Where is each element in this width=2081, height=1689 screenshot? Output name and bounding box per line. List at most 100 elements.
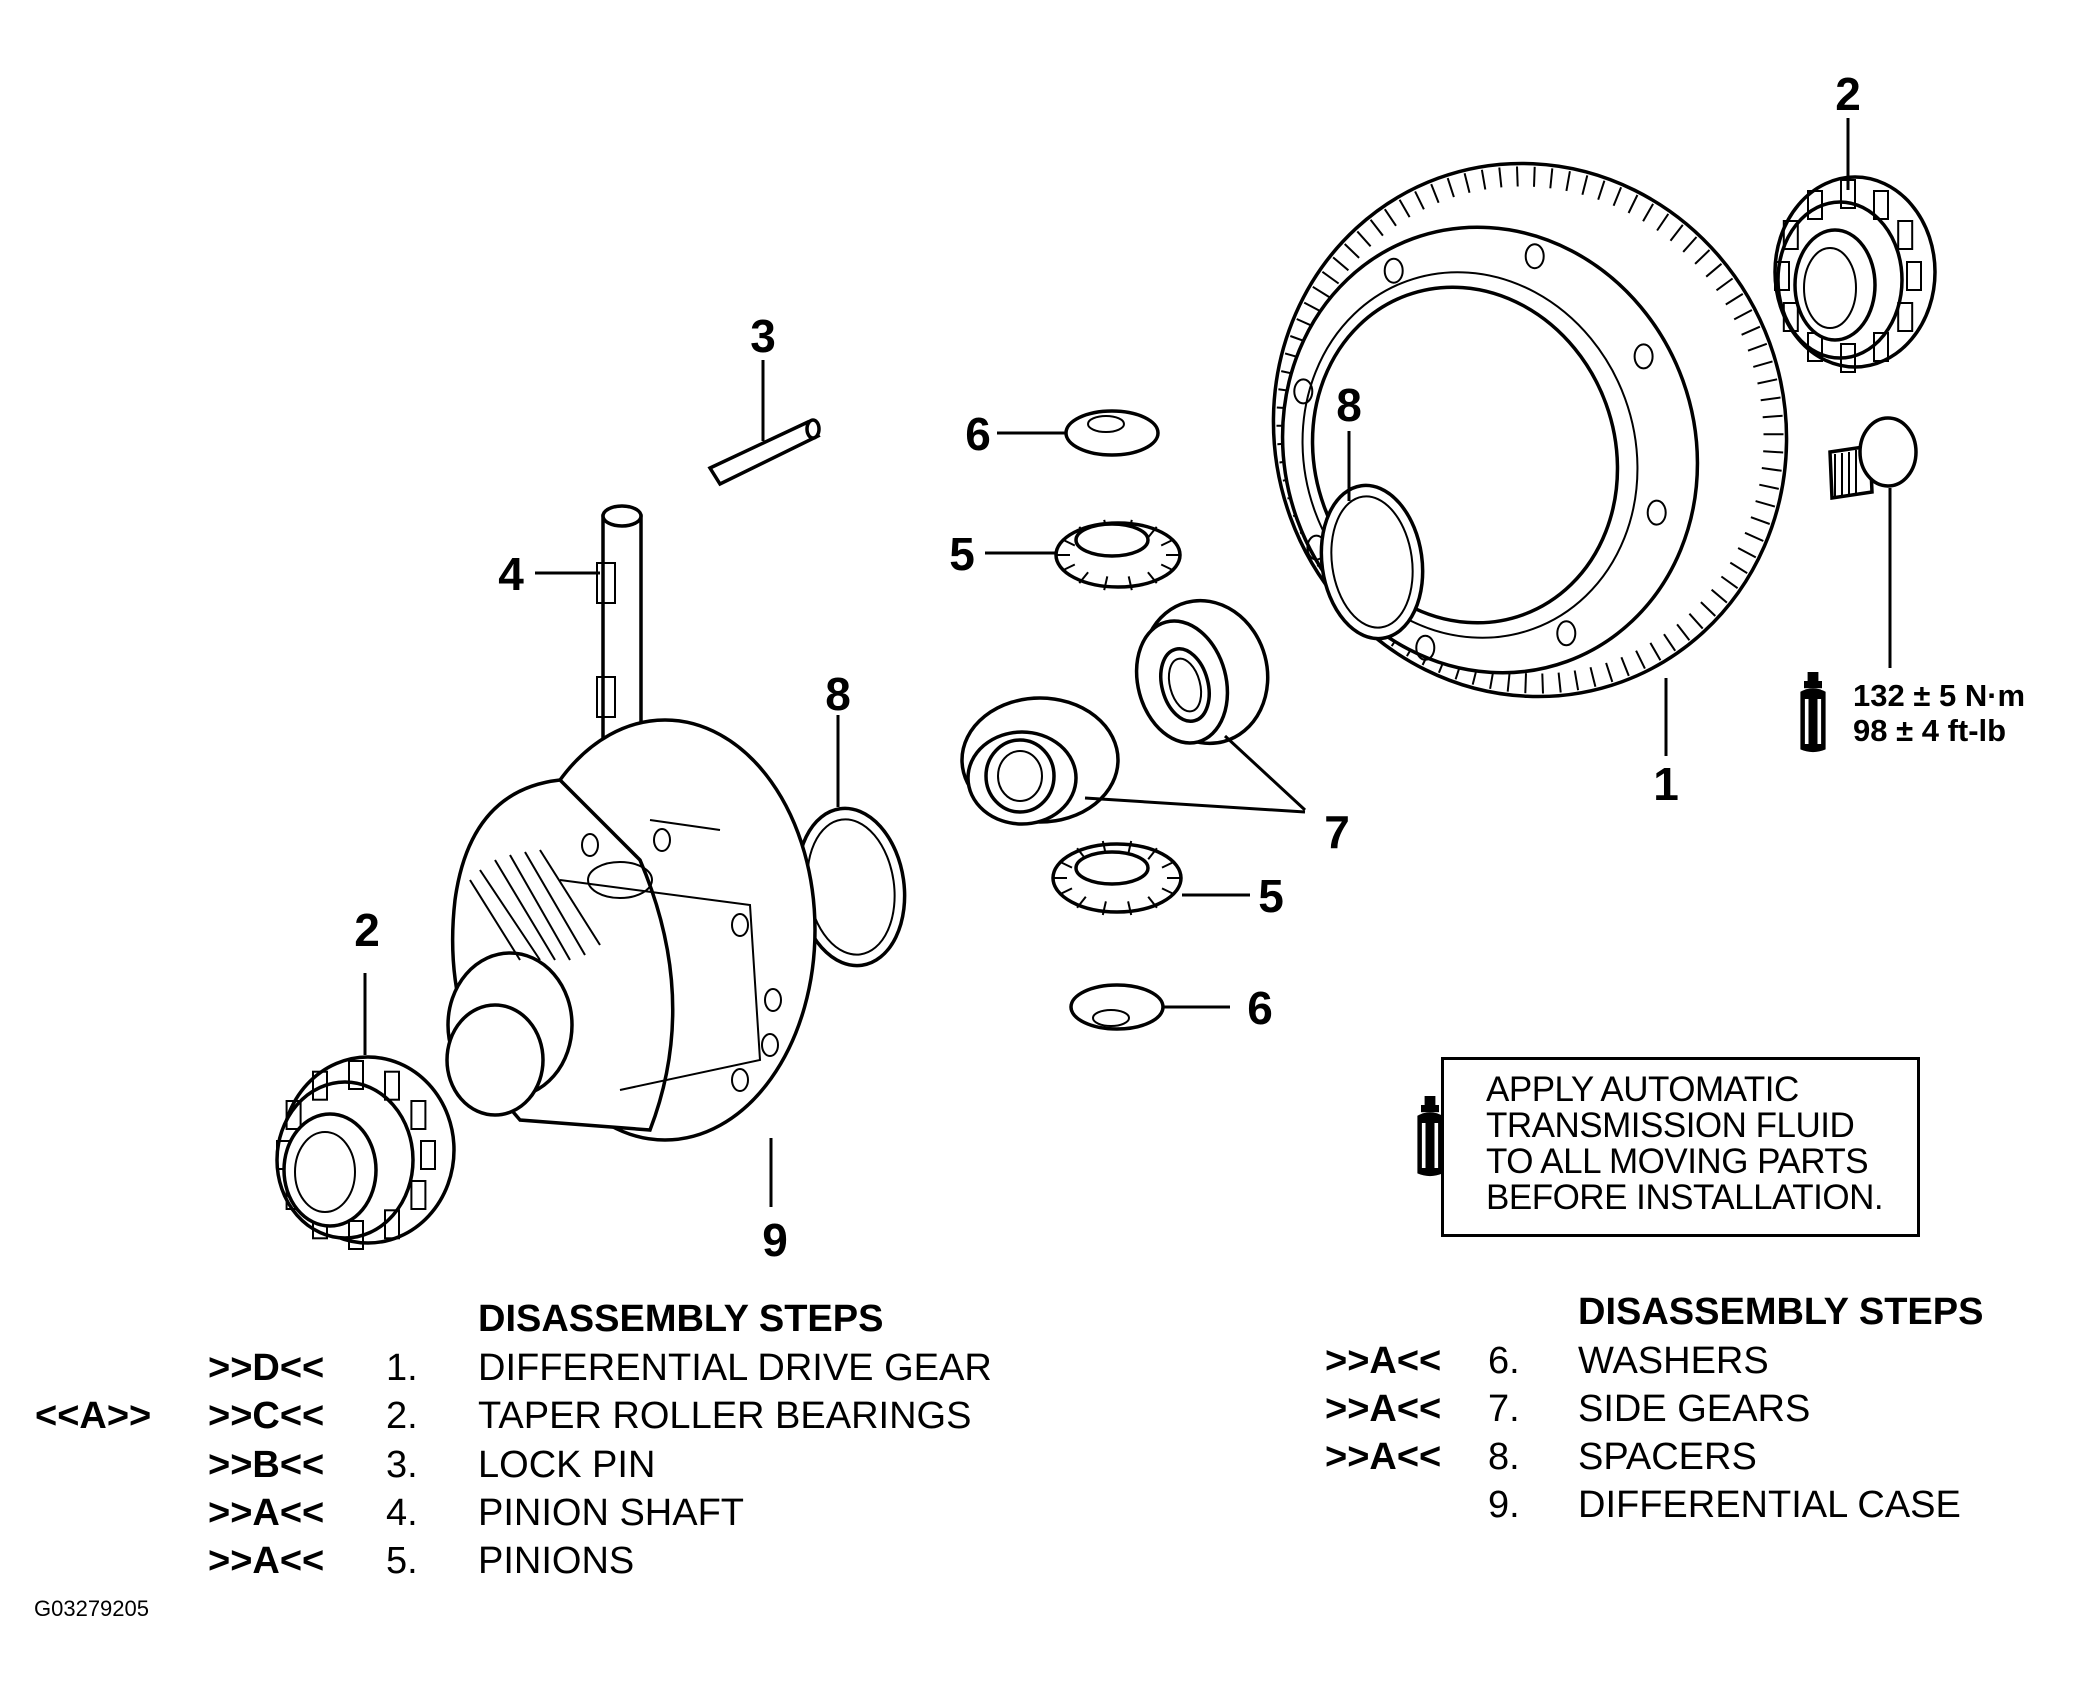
gear-tooth	[1414, 190, 1425, 210]
gear-tooth	[1524, 673, 1527, 694]
side-gear-right	[1134, 598, 1270, 746]
gear-tooth	[1729, 561, 1748, 575]
gear-tooth	[1383, 208, 1397, 227]
gear-tooth	[1605, 662, 1614, 683]
callout-6-bottom: 6	[1247, 982, 1273, 1034]
bearing-roller	[1906, 261, 1922, 291]
gear-tooth	[1160, 538, 1175, 547]
step-row: >>A<< 5. PINIONS	[0, 1540, 1100, 1588]
taper-roller-bearing-left	[275, 1055, 456, 1250]
gear-tooth	[1612, 186, 1623, 207]
bearing-roller	[384, 1209, 400, 1240]
spacer-right	[1319, 483, 1425, 641]
callout-9: 9	[762, 1214, 788, 1266]
bearing-roller	[410, 1100, 427, 1130]
bearing-roller	[384, 1070, 400, 1101]
gear-tooth	[1744, 531, 1764, 542]
step-number: 8.	[1488, 1436, 1520, 1478]
figure-id: G03279205	[34, 1596, 149, 1621]
callout-5-top: 5	[949, 528, 975, 580]
gear-tooth	[1161, 887, 1176, 896]
gear-tooth	[1161, 860, 1176, 869]
gear-tooth	[1076, 896, 1087, 909]
step-number: 6.	[1488, 1340, 1520, 1382]
gear-tooth	[1321, 270, 1340, 285]
step-code: >>A<<	[208, 1492, 325, 1534]
gear-tooth	[1635, 650, 1646, 670]
callout-2-left: 2	[354, 904, 380, 956]
step-code: >>A<<	[1325, 1340, 1442, 1382]
gear-tooth	[1312, 285, 1331, 299]
step-row: 9. DIFFERENTIAL CASE	[0, 1484, 2081, 1532]
bolt-hole	[1383, 257, 1404, 284]
gear-tooth	[1682, 236, 1698, 253]
gear-tooth	[1763, 450, 1784, 454]
step-number: 7.	[1488, 1388, 1520, 1430]
step-number: 9.	[1488, 1484, 1520, 1526]
gear-tooth	[1058, 860, 1073, 869]
gear-tooth	[1733, 309, 1753, 321]
bolt-hole	[1633, 343, 1654, 370]
gear-tooth	[1759, 483, 1780, 490]
gear-tooth	[1127, 901, 1133, 916]
gear-tooth	[1541, 673, 1544, 694]
gear-tooth	[1398, 199, 1411, 218]
bearing-roller	[1774, 261, 1790, 291]
lock-pin	[707, 418, 821, 487]
callout-4: 4	[498, 548, 524, 600]
gear-tooth	[1762, 414, 1783, 419]
step-number: 3.	[386, 1444, 418, 1486]
step-number: 4.	[386, 1492, 418, 1534]
bearing-roller	[1897, 220, 1914, 250]
bearing-roller	[285, 1100, 302, 1130]
step-row: >>B<< 3. LOCK PIN	[0, 1444, 1100, 1492]
bolt-hole	[1646, 499, 1667, 526]
step-code: >>A<<	[1325, 1388, 1442, 1430]
gear-tooth	[1103, 576, 1109, 591]
drive-gear-bolt	[1828, 416, 1918, 501]
gear-tooth	[1753, 360, 1773, 368]
gear-tooth	[1757, 378, 1778, 385]
bearing-roller	[312, 1070, 328, 1101]
differential-case	[445, 718, 817, 1142]
gear-tooth	[1676, 623, 1691, 641]
gear-tooth	[1573, 670, 1580, 691]
gear-tooth	[1597, 180, 1606, 201]
gear-tooth	[1649, 642, 1662, 661]
bearing-roller	[348, 1060, 364, 1090]
step-row: >>A<< 8. SPACERS	[0, 1436, 2081, 1484]
gear-tooth	[1078, 571, 1089, 584]
gear-tooth	[1663, 633, 1677, 652]
right-steps-title: DISASSEMBLY STEPS	[1578, 1291, 1984, 1333]
gear-tooth	[1147, 571, 1158, 584]
bearing-roller	[1807, 190, 1823, 220]
callout-6-top: 6	[965, 408, 991, 460]
note-text: APPLY AUTOMATIC TRANSMISSION FLUID TO AL…	[1486, 1070, 1884, 1217]
gear-tooth	[1750, 516, 1771, 525]
bearing-roller	[410, 1180, 427, 1210]
gear-tooth	[1533, 166, 1536, 187]
step-row: >>D<< 1. DIFFERENTIAL DRIVE GEAR	[0, 1347, 1100, 1395]
gear-tooth	[1620, 656, 1630, 677]
gear-tooth	[1694, 249, 1711, 265]
washer-bottom	[1069, 983, 1165, 1031]
step-name: DIFFERENTIAL DRIVE GEAR	[478, 1347, 992, 1389]
bearing-roller	[420, 1140, 436, 1170]
gear-tooth	[1642, 203, 1654, 222]
gear-tooth	[1101, 901, 1107, 916]
bearing-roller	[1782, 302, 1799, 332]
step-name: DIFFERENTIAL CASE	[1578, 1484, 1961, 1526]
gear-tooth	[1720, 575, 1739, 590]
bearing-roller	[1873, 332, 1889, 362]
step-name: PINION SHAFT	[478, 1492, 745, 1534]
gear-tooth	[1656, 213, 1670, 232]
bearing-roller	[1840, 343, 1856, 373]
step-name: PINIONS	[478, 1540, 635, 1582]
gear-tooth	[1627, 194, 1639, 214]
washer-top	[1064, 409, 1160, 457]
gear-tooth	[1589, 667, 1597, 687]
step-name: TAPER ROLLER BEARINGS	[478, 1395, 972, 1437]
torque-imperial: 98 ± 4 ft-lb	[1853, 713, 2006, 748]
callout-8-right: 8	[1336, 379, 1362, 431]
gear-tooth	[1747, 342, 1768, 352]
